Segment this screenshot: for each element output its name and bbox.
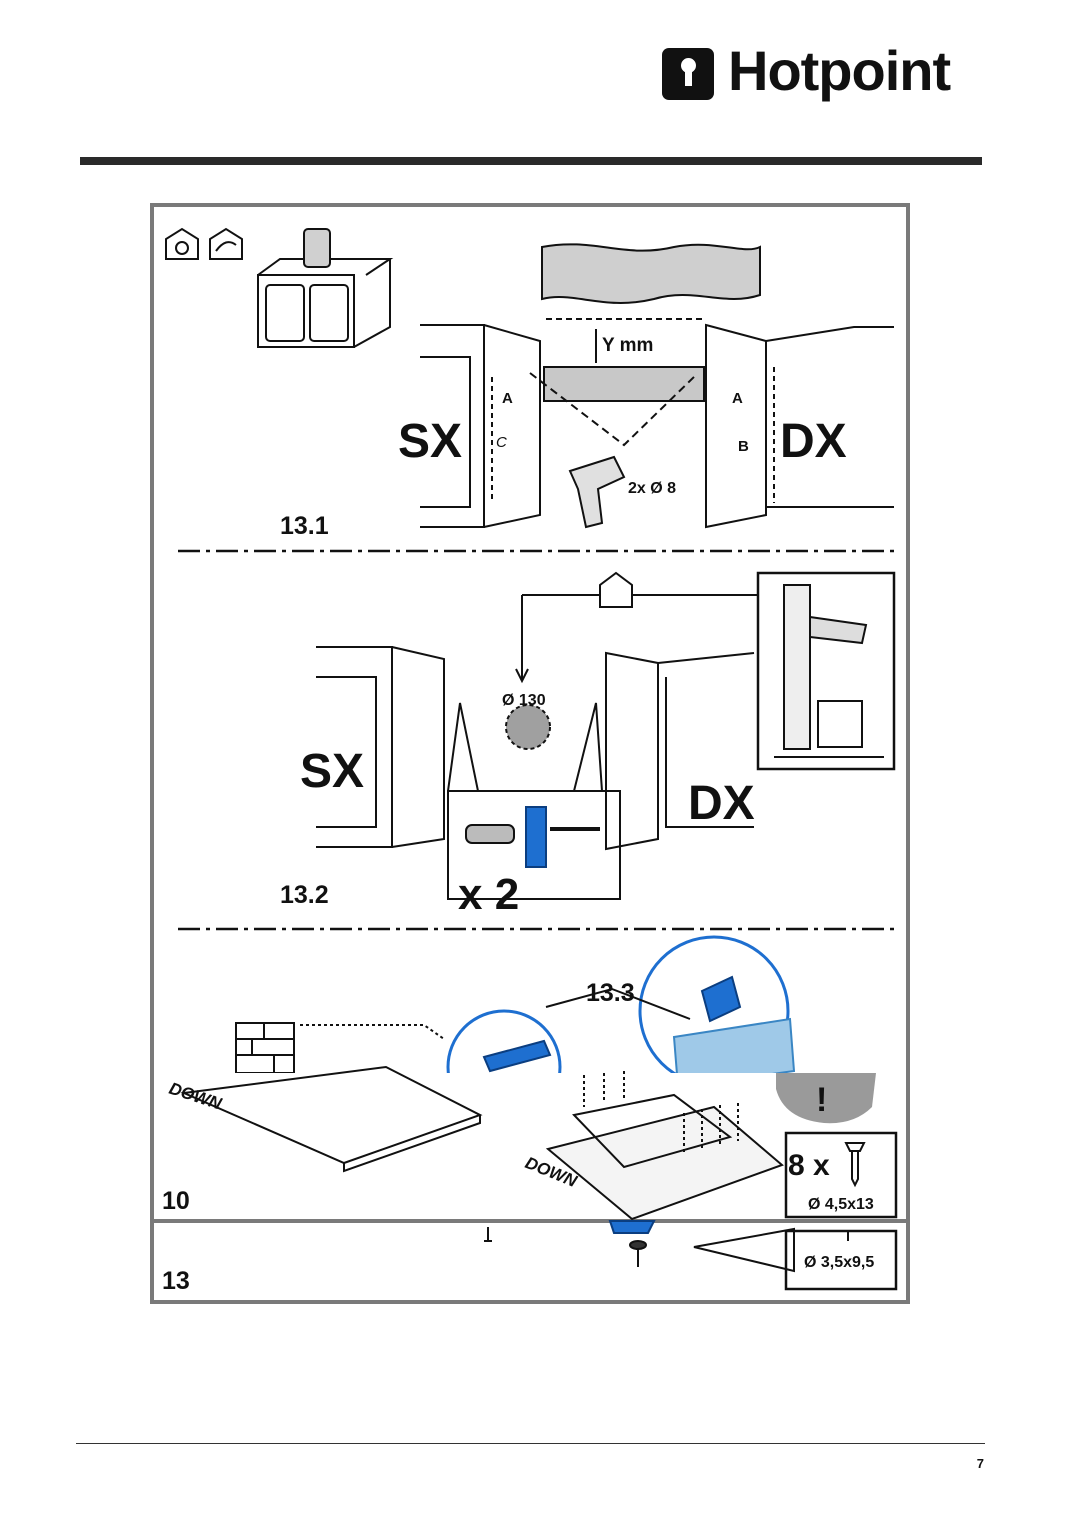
blue-bracket-2 [700,975,742,1023]
screw-box-1 [784,1131,898,1219]
step-label-10: 10 [162,1187,190,1215]
house-cycle-icon [165,227,243,260]
blue-panel [672,1017,796,1089]
side-letter-c: C [496,434,507,451]
right-side-label: DX [780,415,847,468]
page-number: 7 [976,1456,984,1471]
template-sheet [529,243,761,447]
screw-box-2 [784,1229,898,1291]
warning-mark: ! [816,1081,827,1119]
small-screw-icon [484,1227,852,1267]
cabinet-right-13-2 [605,651,755,851]
screw-count-label: 8 x [788,1149,830,1182]
hotpoint-mark-icon [662,48,714,100]
footer-rule [76,1443,985,1444]
left-side-label: SX [398,415,462,468]
hotpoint-logo: Hotpoint [662,39,987,110]
step-label-13-1: 13.1 [280,512,329,540]
wall-cabinet-sketch [257,228,394,348]
screw-icon [844,1142,866,1188]
quantity-label: x 2 [458,870,519,919]
duct-hole [505,704,551,750]
cabinet-left-13-1 [420,324,541,528]
cabinet-left-13-2 [316,646,445,848]
side-letter-a-right: A [732,390,743,407]
step-label-13: 13 [162,1267,190,1295]
warning-circle [776,1073,876,1124]
side-letter-a-left: A [502,390,513,407]
header-rule [80,157,982,165]
drill-icon [568,455,626,529]
blue-bracket-1 [482,1039,552,1073]
canopy-assembly [545,1071,784,1221]
hood-outline [545,987,691,1020]
vent-house-icon [515,571,758,684]
screw-size-label-2: Ø 3,5x9,5 [804,1254,874,1271]
side-view-inset [756,571,896,771]
brick-wall-detail [235,1022,445,1074]
left-side-label-2: SX [300,745,364,798]
duct-hole-label: Ø 130 [502,692,546,709]
cabinet-right-13-1 [705,323,894,529]
screw-size-label-1: Ø 4,5x13 [808,1196,874,1213]
drill-size-label: 2x Ø 8 [628,480,676,497]
brand-name: Hotpoint [728,39,951,102]
installation-illustration: 13.1 SX DX Y mm 2x Ø 8 A C A B 13.2 SX D… [154,227,906,1295]
step-label-13-3: 13.3 [586,979,635,1007]
step-label-13-2: 13.2 [280,881,329,909]
installation-figure-panel: 13.1 SX DX Y mm 2x Ø 8 A C A B 13.2 SX D… [150,203,910,1304]
side-letter-b: B [738,438,749,455]
wall-plug-detail [447,702,621,900]
right-side-label-2: DX [688,777,755,830]
flat-board-down [180,1065,483,1173]
blue-strip-piece [608,1220,656,1234]
gap-label: Y mm [602,335,653,356]
